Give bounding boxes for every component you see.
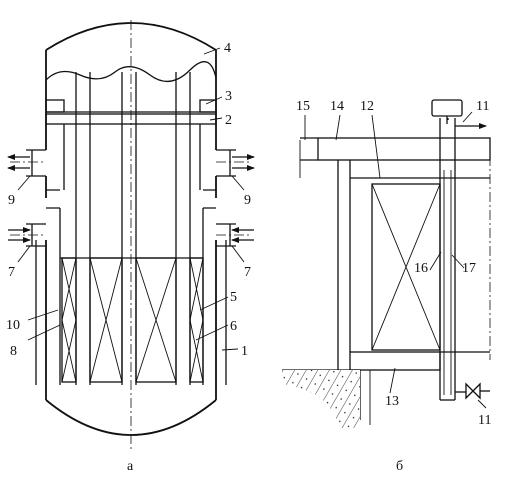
callout-5: 5 xyxy=(230,290,237,305)
callout-11-bottom: 11 xyxy=(478,413,491,428)
callout-3: 3 xyxy=(225,89,232,104)
callout-17: 17 xyxy=(462,261,476,276)
callout-9-right: 9 xyxy=(244,193,251,208)
subfigure-b-label: б xyxy=(396,459,403,474)
callout-9-left: 9 xyxy=(8,193,15,208)
exchanger-section-b xyxy=(282,99,491,428)
callout-4: 4 xyxy=(224,41,231,56)
callouts-b: 11 11 12 13 14 15 16 17 б xyxy=(296,99,491,474)
reactor-vessel-a xyxy=(7,20,255,450)
callout-6: 6 xyxy=(230,319,237,334)
callout-10: 10 xyxy=(6,318,20,333)
callout-7-left: 7 xyxy=(8,265,15,280)
callout-8: 8 xyxy=(10,344,17,359)
callout-11-top: 11 xyxy=(476,99,489,114)
callout-2: 2 xyxy=(225,113,232,128)
callout-12: 12 xyxy=(360,99,374,114)
callout-7-right: 7 xyxy=(244,265,251,280)
callout-13: 13 xyxy=(385,394,399,409)
callouts-a: 1 2 3 4 5 6 7 7 8 9 9 10 а xyxy=(6,41,251,474)
callout-16: 16 xyxy=(414,261,428,276)
callout-14: 14 xyxy=(330,99,344,114)
callout-15: 15 xyxy=(296,99,310,114)
subfigure-a-label: а xyxy=(127,459,134,474)
callout-1: 1 xyxy=(241,344,248,359)
